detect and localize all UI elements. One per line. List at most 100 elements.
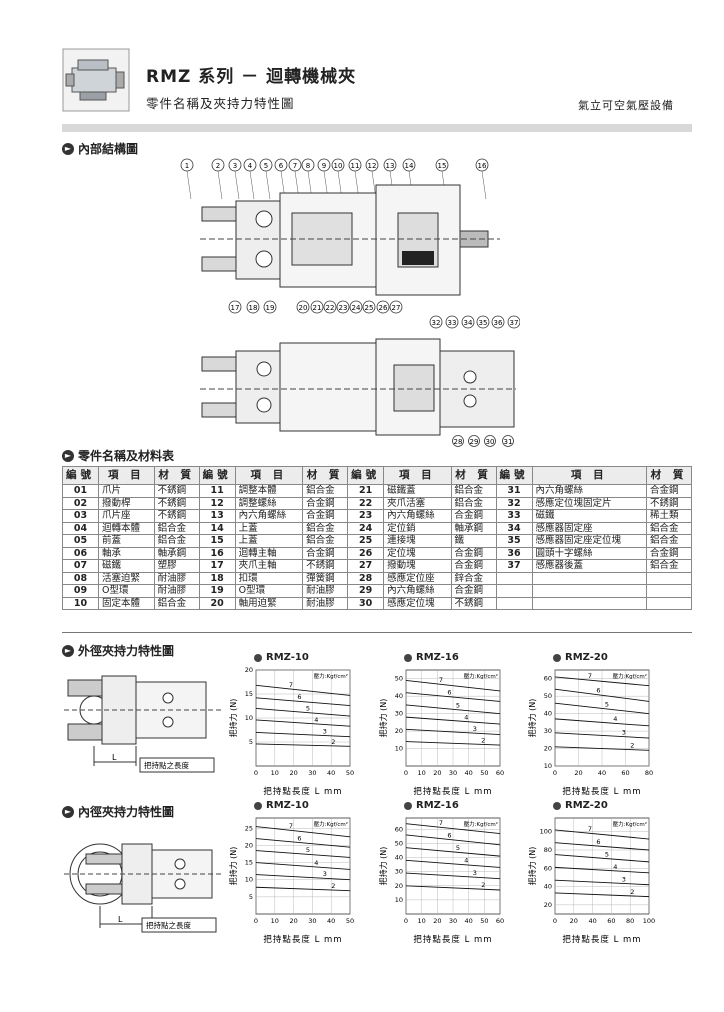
svg-text:11: 11 — [351, 162, 360, 170]
section-structure-title: ►內部結構圖 — [62, 140, 138, 157]
x-tick-label: 20 — [289, 917, 297, 925]
callout-26: 26 — [376, 300, 390, 314]
part-name: 活塞迫緊 — [98, 571, 155, 585]
part-number: 10 — [62, 596, 99, 610]
series-line-3 — [405, 872, 501, 880]
x-tick-label: 0 — [404, 917, 408, 925]
part-material: 軸承鋼 — [450, 521, 497, 535]
part-number: 37 — [495, 559, 533, 573]
part-name: 撥動塊 — [383, 559, 452, 573]
x-tick-label: 10 — [418, 769, 426, 777]
inner-clamp-figure: L 把持點之長度 — [64, 843, 222, 933]
x-axis-label: 把持點長度 L mm — [413, 786, 492, 797]
svg-text:18: 18 — [249, 304, 258, 312]
callout-19: 19 — [263, 300, 277, 314]
callout-24: 24 — [349, 300, 363, 314]
part-number: 23 — [347, 509, 385, 523]
part-name: 調整螺絲 — [234, 496, 304, 510]
table-header-item: 項 目 — [234, 466, 304, 485]
section-outer-title: ►外徑夾持力特性圖 — [62, 642, 174, 659]
part-material: 鋁合金 — [646, 559, 692, 573]
legend-pressure: 壓力:Kgf/cm² — [613, 820, 647, 828]
series-label: 2 — [481, 881, 485, 889]
callout-17: 17 — [228, 300, 242, 314]
callout-16: 16 — [475, 158, 489, 200]
x-tick-label: 20 — [289, 769, 297, 777]
x-tick-label: 50 — [346, 917, 354, 925]
table-header-no: 編號 — [198, 466, 236, 485]
y-tick-label: 60 — [544, 675, 552, 683]
svg-text:31: 31 — [504, 438, 513, 446]
part-name: 扣環 — [234, 571, 304, 585]
part-name: 磁鐵蓋 — [383, 484, 452, 498]
page-subtitle: 零件名稱及夾持力特性圖 — [146, 96, 295, 111]
callout-25: 25 — [362, 300, 376, 314]
part-material: 不銹鋼 — [153, 509, 200, 523]
svg-text:19: 19 — [266, 304, 275, 312]
y-tick-label: 80 — [544, 846, 552, 854]
part-name: 爪片 — [98, 484, 155, 498]
y-tick-label: 10 — [245, 876, 253, 884]
callout-21: 21 — [310, 300, 324, 314]
outer-clamp-figure: L 把持點之長度 — [64, 675, 222, 773]
x-tick-label: 60 — [496, 917, 504, 925]
part-number: 30 — [347, 596, 385, 610]
callout-28: 28 — [452, 435, 464, 447]
series-label: 6 — [596, 687, 600, 695]
part-number: 22 — [347, 496, 385, 510]
y-tick-label: 10 — [395, 745, 403, 753]
y-tick-label: 10 — [395, 896, 403, 904]
y-axis-label: 把持力 (N) — [228, 699, 238, 738]
length-L-label: L — [118, 915, 123, 924]
svg-text:5: 5 — [264, 162, 268, 170]
x-tick-label: 0 — [553, 769, 557, 777]
series-label: 6 — [447, 831, 451, 839]
chart-title: RMZ-20 — [553, 800, 608, 811]
x-tick-label: 20 — [433, 769, 441, 777]
part-number: 03 — [62, 509, 99, 523]
product-photo — [62, 48, 130, 112]
table-header-no: 編號 — [347, 466, 385, 485]
part-material: 耐油膠 — [153, 571, 200, 585]
part-material: 塑膠 — [153, 559, 200, 573]
part-name: 圓頭十字螺絲 — [531, 546, 648, 560]
series-label: 6 — [297, 834, 301, 842]
svg-text:9: 9 — [322, 162, 326, 170]
chart-title: RMZ-10 — [254, 800, 309, 811]
chart-bullet-icon — [254, 653, 262, 662]
part-name: 軸承 — [98, 546, 155, 560]
x-tick-label: 60 — [621, 769, 629, 777]
part-material: 合金鋼 — [302, 546, 349, 560]
part-name: 軸用迫緊 — [234, 596, 304, 610]
part-material: 鋁合金 — [450, 496, 497, 510]
page-title: RMZ 系列 － 迴轉機械夾 — [146, 67, 357, 87]
part-number: 36 — [495, 546, 533, 560]
x-tick-label: 0 — [254, 917, 258, 925]
part-material: 合金鋼 — [302, 496, 349, 510]
header-divider — [62, 124, 692, 132]
part-name: 感應定位塊固定片 — [531, 496, 648, 510]
y-tick-label: 20 — [395, 882, 403, 890]
part-material: 合金鋼 — [450, 559, 497, 573]
callout-23: 23 — [336, 300, 350, 314]
chart-title: RMZ-20 — [553, 652, 608, 663]
series-line-3 — [255, 874, 351, 881]
part-number: 11 — [198, 484, 236, 498]
part-name: 內六角螺絲 — [531, 484, 648, 498]
part-material: 不銹鋼 — [450, 596, 497, 610]
callout-7: 7 — [288, 158, 302, 200]
series-line-2 — [405, 741, 501, 746]
x-tick-label: 30 — [308, 917, 316, 925]
y-tick-label: 5 — [249, 893, 253, 901]
series-label: 7 — [289, 822, 293, 830]
x-tick-label: 50 — [480, 917, 488, 925]
part-name: 感應器後蓋 — [531, 559, 648, 573]
part-number: 29 — [347, 584, 385, 598]
